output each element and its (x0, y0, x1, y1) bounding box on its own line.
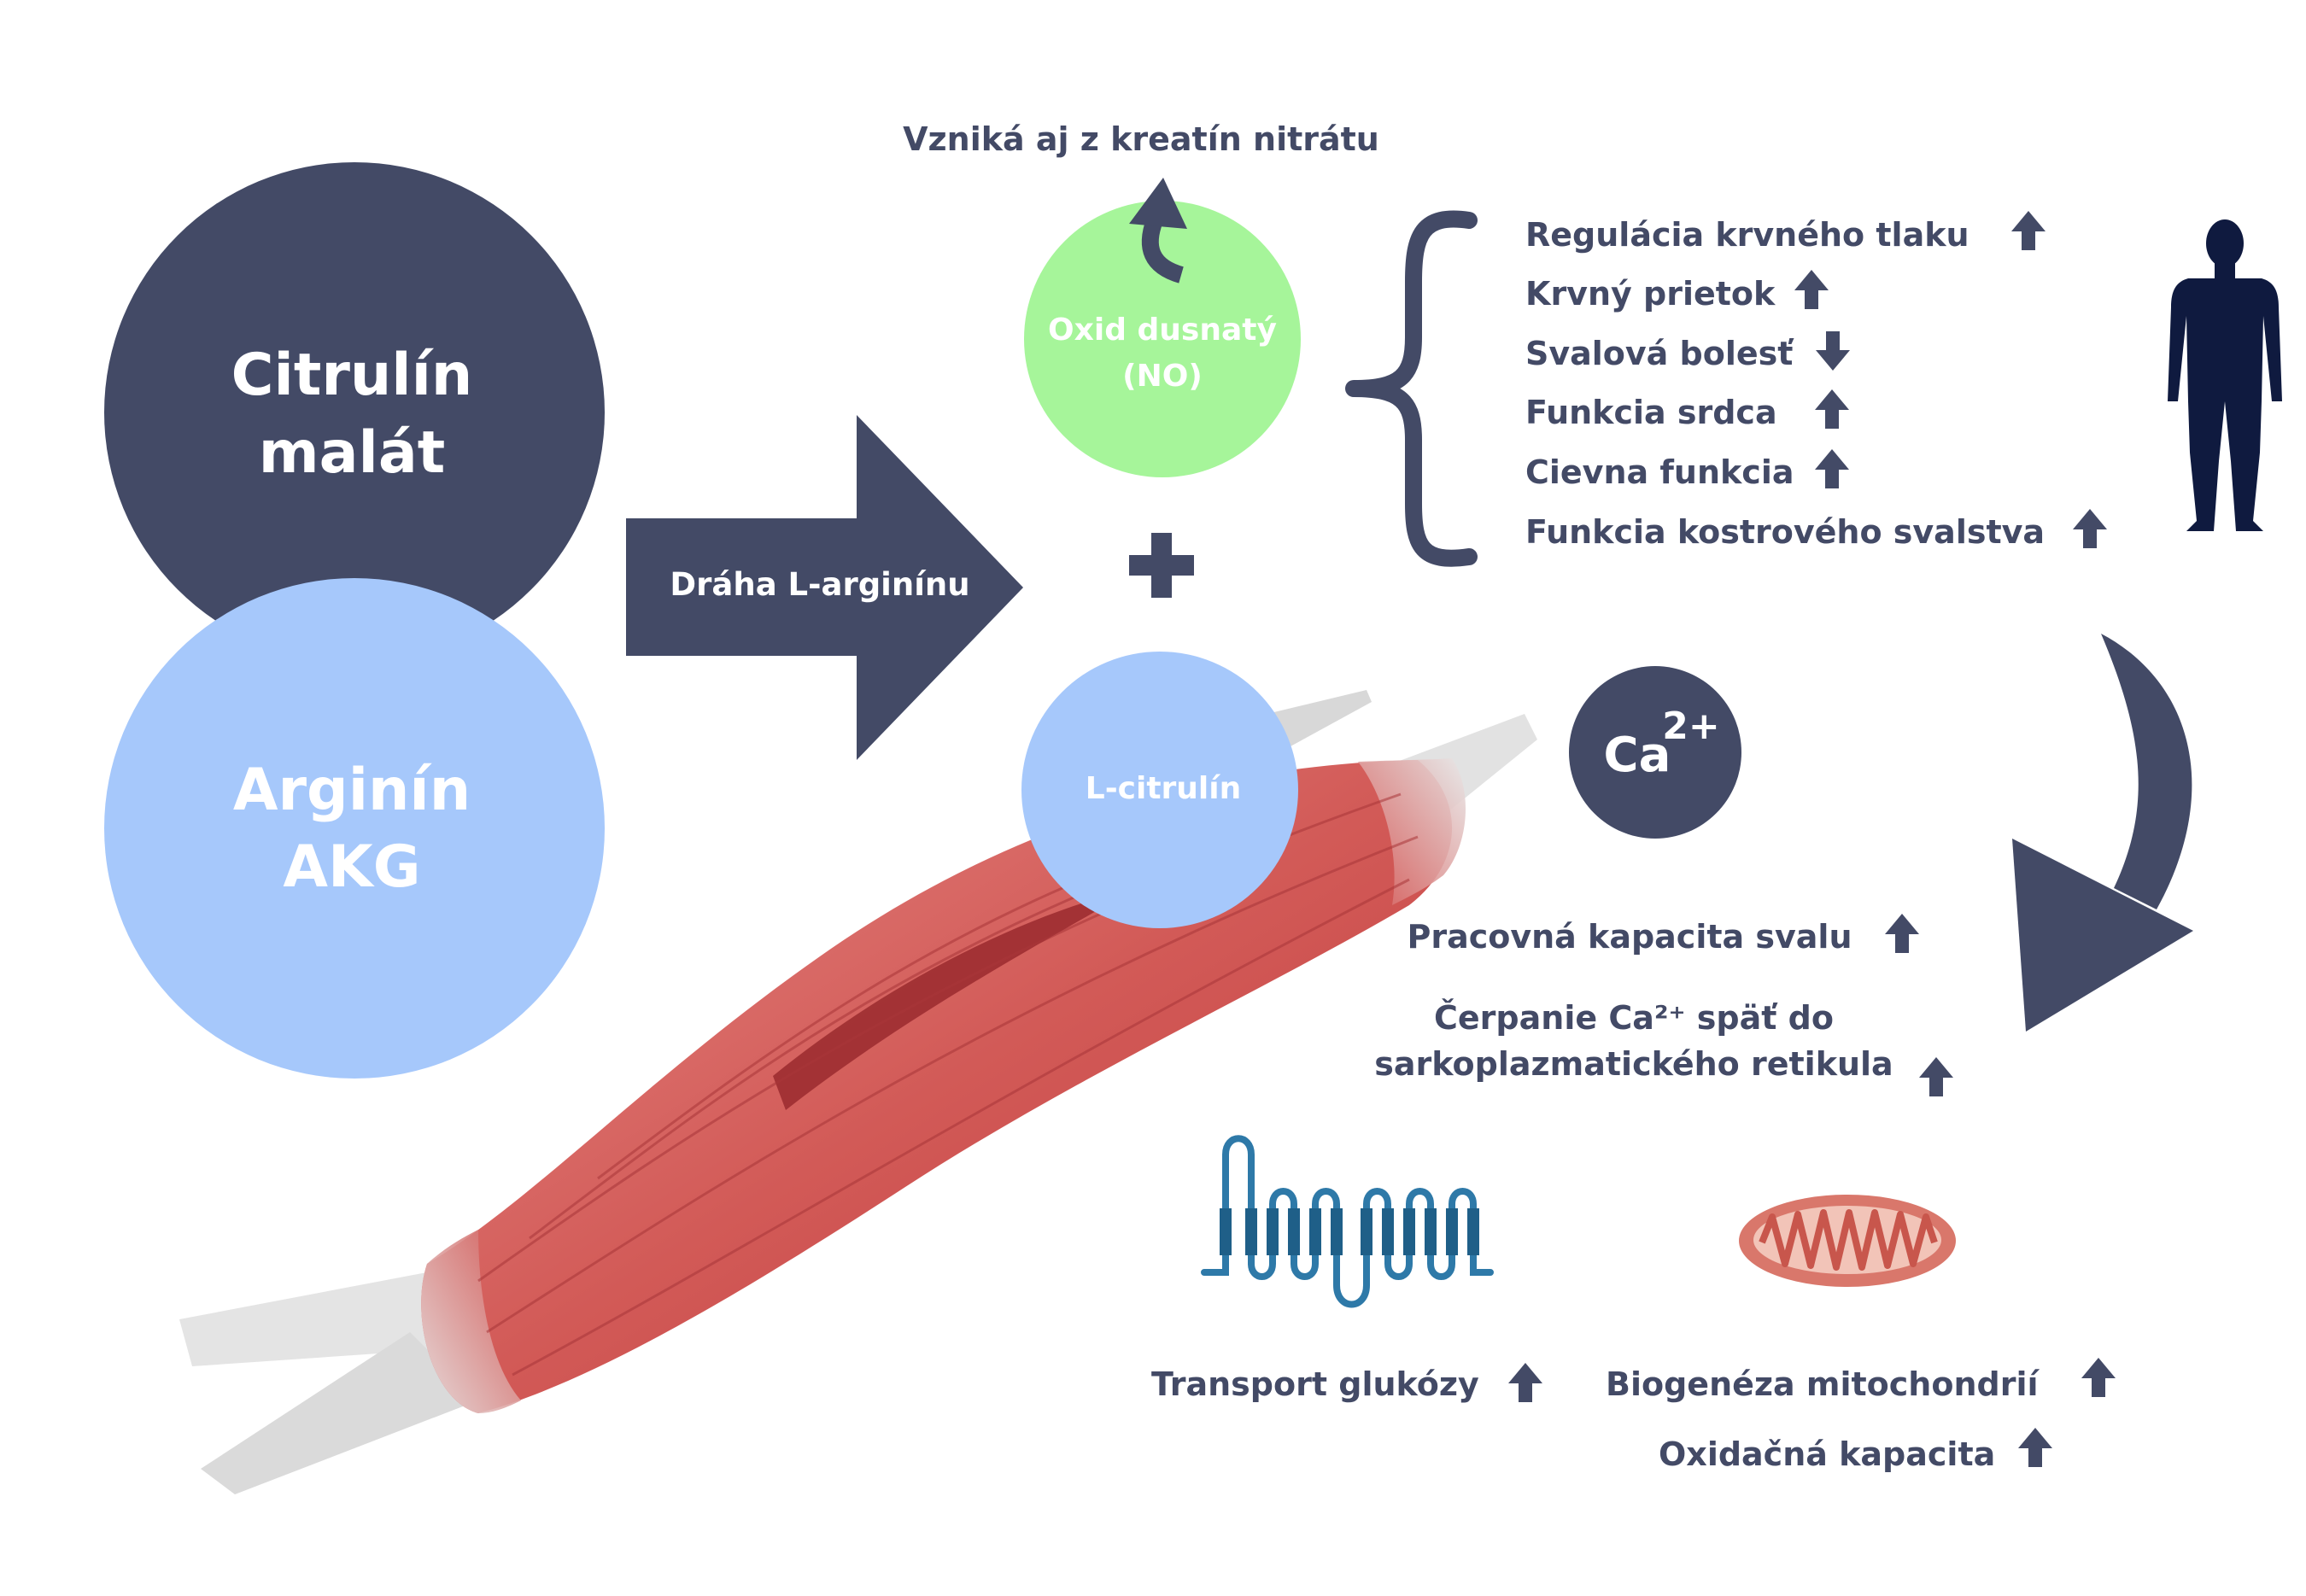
arrow-up-icon (1885, 914, 1919, 953)
muscle-effects: Pracovná kapacita svalu Čerpanie Ca²⁺ sp… (1374, 914, 1953, 1096)
effects-brace (1345, 210, 1478, 567)
arrow-up-icon (1815, 449, 1849, 488)
glucose-transporter-icon (1201, 1135, 1494, 1308)
arrow-up-icon (1815, 389, 1849, 429)
big-curved-arrow-head (2012, 839, 2193, 1032)
oxidative-capacity-label: Oxidačná kapacita (1659, 1435, 1995, 1473)
plus-icon (1129, 533, 1194, 598)
effect-label: Cievna funkcia (1525, 453, 1794, 491)
mitochondrion-icon (1739, 1195, 1956, 1287)
muscle-fade-left (421, 1230, 521, 1413)
pathway-arrow: Dráha L-arginínu (626, 415, 1023, 760)
arrow-up-icon (2073, 509, 2107, 548)
curved-arrow-up-head (1129, 178, 1187, 229)
ca-pump-label-line1: Čerpanie Ca²⁺ späť do (1434, 999, 1834, 1037)
human-silhouette-icon (2168, 219, 2282, 531)
calcium-ion-charge: 2+ (1662, 704, 1719, 748)
arginine-akg-circle (104, 578, 605, 1079)
bottom-effects: Transport glukózy Biogenéza mitochondrií… (1151, 1358, 2116, 1473)
effect-label: Funkcia srdca (1525, 394, 1777, 431)
effect-label: Regulácia krvného tlaku (1525, 216, 1969, 254)
arrow-up-icon (1508, 1363, 1542, 1402)
nitric-oxide-circle (1024, 201, 1301, 477)
arginine-akg-line2: AKG (283, 833, 420, 901)
effect-label: Svalová bolesť (1525, 335, 1794, 372)
ca-pump-label-line2: sarkoplazmatického retikula (1374, 1045, 1893, 1083)
pathway-arrow-shape (626, 415, 1023, 760)
muscle-tendon-top-back (1260, 690, 1372, 751)
big-curved-arrow-icon (2012, 634, 2193, 1032)
muscle-groove (773, 888, 1136, 1110)
arginine-akg-line1: Arginín (233, 757, 471, 824)
citrulline-malate-circle (104, 162, 605, 663)
nitric-oxide-node: Oxid dusnatý (NO) Vzniká aj z kreatín ni… (903, 120, 1379, 477)
arrow-down-icon (1816, 331, 1850, 371)
muscle-fade-right (1358, 758, 1466, 905)
arrow-up-icon (2081, 1358, 2116, 1397)
calcium-ion-symbol: Ca (1604, 728, 1671, 783)
l-citrulline-node: L-citrulín (1021, 652, 1298, 928)
curved-arrow-up-icon (1141, 217, 1185, 284)
muscle-tendon-bottom (179, 1271, 465, 1366)
citrulline-malate-node: Citrulín malát (104, 162, 605, 663)
nitric-oxide-line1: Oxid dusnatý (1048, 313, 1277, 348)
arrow-up-icon (2018, 1428, 2052, 1467)
nitric-oxide-line2: (NO) (1122, 359, 1203, 394)
work-capacity-label: Pracovná kapacita svalu (1407, 918, 1852, 956)
effects-list: Regulácia krvného tlaku Krvný prietok Sv… (1525, 211, 2107, 551)
effect-label: Krvný prietok (1525, 275, 1776, 313)
glucose-transport-label: Transport glukózy (1151, 1365, 1479, 1403)
big-curved-arrow-body (2101, 634, 2192, 909)
arginine-akg-node: Arginín AKG (104, 578, 605, 1079)
arrow-up-icon (1919, 1057, 1953, 1096)
citrulline-malate-line1: Citrulín (231, 342, 473, 409)
muscle-tendon-bottom-2 (201, 1332, 478, 1494)
nitric-oxide-source-note: Vzniká aj z kreatín nitrátu (903, 120, 1379, 158)
citrulline-malate-line2: malát (259, 419, 445, 487)
mito-biogenesis-label: Biogenéza mitochondrií (1606, 1365, 2040, 1403)
calcium-ion-node: Ca 2+ (1569, 666, 1741, 839)
calcium-ion-circle (1569, 666, 1741, 839)
l-citrulline-circle (1021, 652, 1298, 928)
l-citrulline-label: L-citrulín (1086, 771, 1241, 806)
effect-label: Funkcia kostrového svalstva (1525, 513, 2045, 551)
arrow-up-icon (1794, 270, 1829, 309)
pathway-arrow-label: Dráha L-arginínu (670, 566, 969, 603)
arrow-up-icon (2011, 211, 2046, 250)
